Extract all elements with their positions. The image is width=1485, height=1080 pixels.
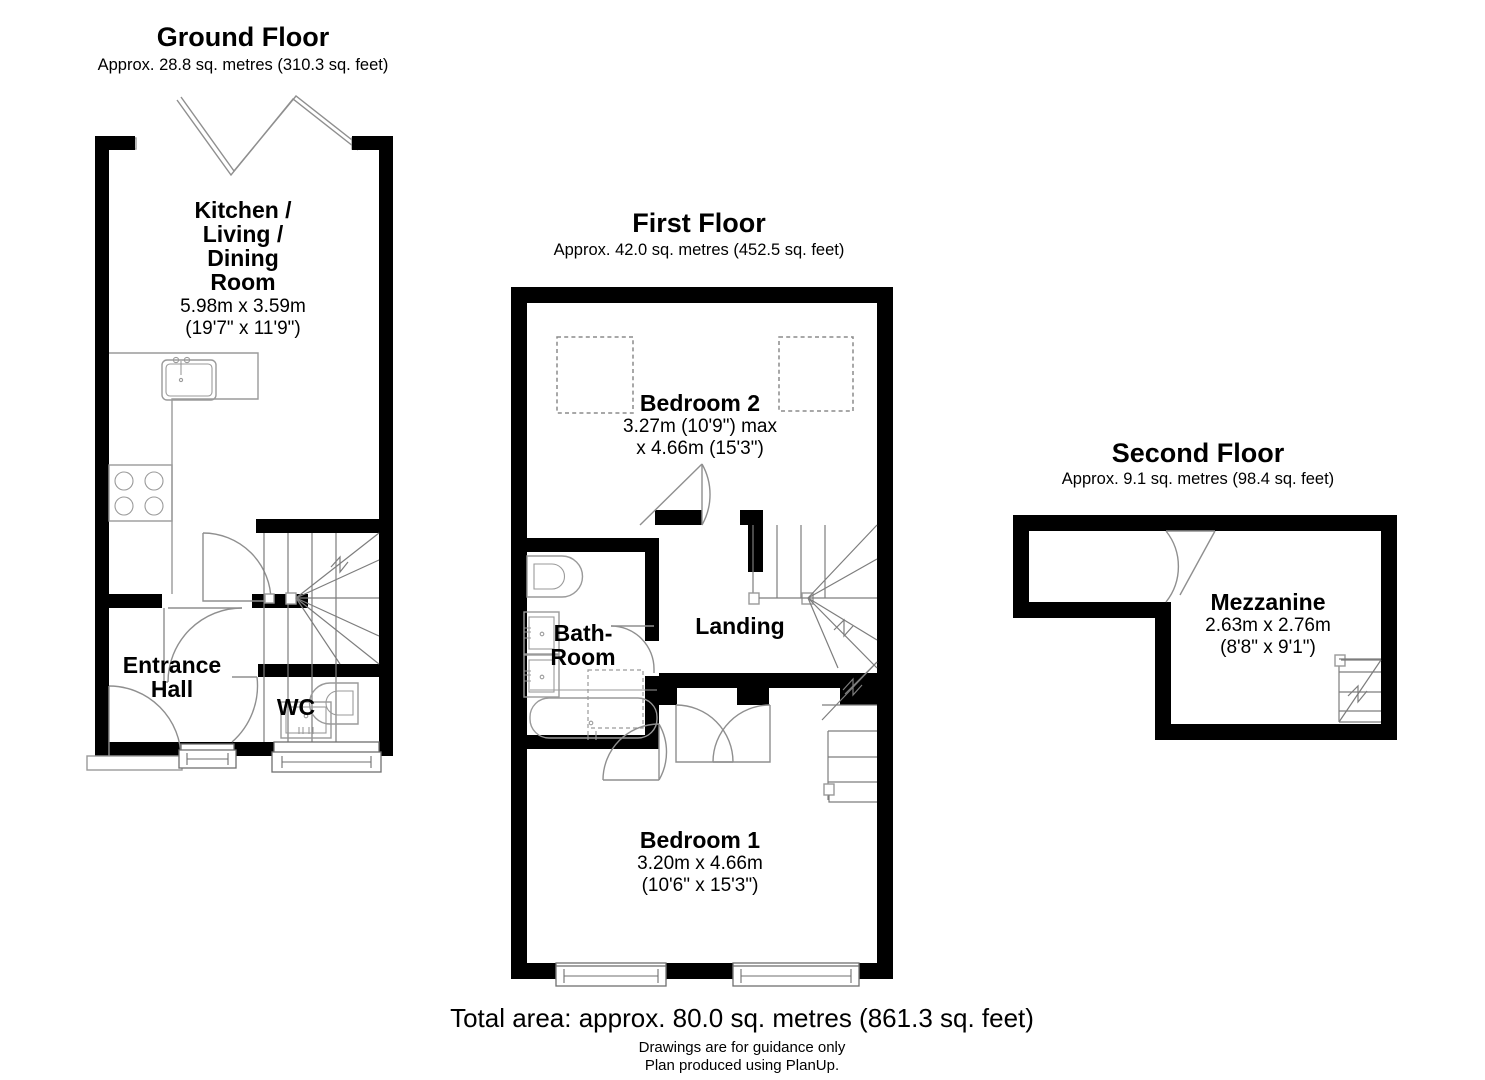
bedroom2-dim-imperial: x 4.66m (15'3") [636,438,764,459]
hall-name-line2: Hall [151,676,193,702]
ground-floor-group: Ground Floor Approx. 28.8 sq. metres (31… [86,22,393,773]
kitchen-name-line3: Dining [207,245,279,271]
bedroom1-window-1 [555,962,667,987]
bedroom2-name: Bedroom 2 [640,390,760,416]
kitchen-name-line4: Room [210,269,275,295]
mezzanine-staircase-icon [1334,654,1382,723]
ground-floor-title: Ground Floor [157,22,330,52]
room-label-entrance-hall: Entrance Hall [123,652,221,702]
room-label-mezzanine: Mezzanine 2.63m x 2.76m (8'8" x 9'1") [1205,589,1331,658]
sink-icon [161,356,217,401]
mezzanine-name: Mezzanine [1210,589,1325,615]
landing-stairs-down-icon [821,661,878,803]
hall-name-line1: Entrance [123,652,221,678]
total-area-text: Total area: approx. 80.0 sq. metres (861… [450,1003,1034,1033]
bedroom2-door-icon [639,463,711,526]
kitchen-name-line2: Living / [203,221,284,247]
footer-group: Total area: approx. 80.0 sq. metres (861… [450,1003,1034,1074]
wc-basin-icon [280,701,332,739]
bath-basin-2-icon [523,654,560,698]
first-floor-group: First Floor Approx. 42.0 sq. metres (452… [511,208,893,987]
ground-floor-area: Approx. 28.8 sq. metres (310.3 sq. feet) [98,56,389,74]
landing-door-icon [602,723,668,781]
first-floor-title: First Floor [632,208,766,238]
disclaimer-line-1: Drawings are for guidance only [639,1039,846,1056]
first-floor-area: Approx. 42.0 sq. metres (452.5 sq. feet) [554,241,845,259]
bathroom-door-icon [610,625,655,673]
second-floor-group: Second Floor Approx. 9.1 sq. metres (98.… [1013,438,1397,740]
second-floor-walls [1013,515,1397,740]
hall-door-icon [163,607,243,683]
second-floor-area: Approx. 9.1 sq. metres (98.4 sq. feet) [1062,470,1334,488]
bathroom-name-line1: Bath- [554,620,613,646]
room-label-bedroom-1: Bedroom 1 3.20m x 4.66m (10'6" x 15'3") [637,827,763,896]
wc-door-icon [231,676,259,743]
wc-toilet-icon [308,682,359,725]
bath-toilet-icon [526,555,584,598]
room-label-bedroom-2: Bedroom 2 3.27m (10'9") max x 4.66m (15'… [623,390,777,459]
bathroom-name-line2: Room [550,644,615,670]
landing-name: Landing [695,613,784,639]
bedroom1-dim-metric: 3.20m x 4.66m [637,853,763,874]
bedroom1-doors-icon [675,704,771,763]
mezzanine-door-icon [1165,530,1216,603]
kitchen-counter [109,352,259,594]
mezzanine-dim-imperial: (8'8" x 9'1") [1220,637,1316,658]
bathtub-icon [529,669,658,740]
bath-basin-1-icon [523,611,560,655]
front-door-icon [86,685,183,771]
kitchen-dim-imperial: (19'7" x 11'9") [185,318,300,339]
kitchen-dim-metric: 5.98m x 3.59m [180,296,306,317]
bedroom1-dim-imperial: (10'6" x 15'3") [642,875,759,896]
room-label-wc: WC [277,694,315,720]
roof-light-icon [778,336,854,412]
bedroom2-dim-metric: 3.27m (10'9") max [623,416,777,437]
landing-staircase-icon [748,524,878,669]
room-label-bathroom: Bath- Room [550,620,615,670]
roof-light-icon [556,336,634,414]
room-label-landing: Landing [695,613,784,639]
room-label-kitchen-living-dining: Kitchen / Living / Dining Room 5.98m x 3… [180,197,306,339]
disclaimer-line-2: Plan produced using PlanUp. [645,1057,839,1074]
bedroom1-window-2 [732,962,860,987]
ground-window-2 [178,743,237,769]
bedroom1-name: Bedroom 1 [640,827,760,853]
ground-window-1 [271,741,382,773]
mezzanine-dim-metric: 2.63m x 2.76m [1205,615,1331,636]
ground-floor-walls [95,136,393,756]
kitchen-name-line1: Kitchen / [194,197,292,223]
second-floor-title: Second Floor [1112,438,1285,468]
kitchen-door-icon [202,532,272,602]
hob-icon [108,464,173,522]
wc-name: WC [277,694,315,720]
